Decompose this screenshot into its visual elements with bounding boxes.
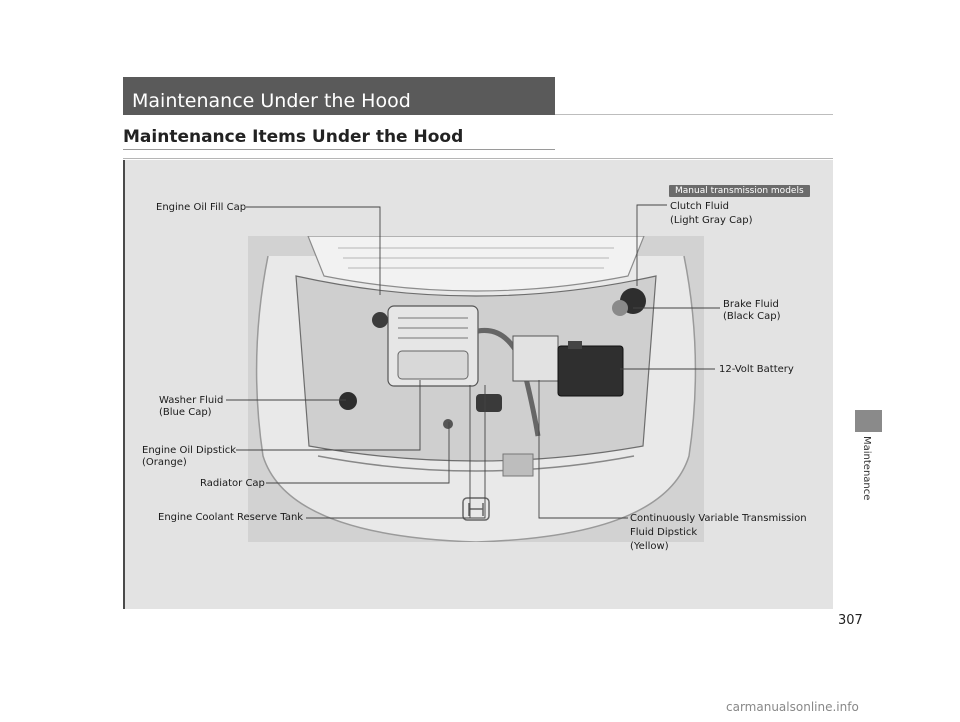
page-number: 307 xyxy=(838,613,863,628)
section-title-bar: Maintenance Under the Hood xyxy=(123,77,555,115)
label-clutch-fluid: Clutch Fluid xyxy=(670,201,730,212)
label-washer-fluid-cap: (Blue Cap) xyxy=(159,407,212,418)
section-tab-label: Maintenance xyxy=(861,436,872,501)
panel-top-rule xyxy=(123,158,833,159)
label-engine-coolant-reserve-tank: Engine Coolant Reserve Tank xyxy=(158,512,304,523)
subtitle-rule xyxy=(123,149,555,150)
label-washer-fluid: Washer Fluid xyxy=(159,395,224,406)
label-cvt-fluid-dipstick-2: Fluid Dipstick xyxy=(630,527,698,538)
title-rule xyxy=(555,114,833,115)
manual-transmission-badge: Manual transmission models xyxy=(669,185,810,197)
page-subtitle: Maintenance Items Under the Hood xyxy=(123,127,464,147)
label-clutch-fluid-cap: (Light Gray Cap) xyxy=(670,215,753,226)
callout-lines xyxy=(226,204,720,519)
label-engine-oil-fill-cap: Engine Oil Fill Cap xyxy=(156,202,247,213)
engine-bay-drawing xyxy=(255,235,697,543)
label-cvt-fluid-dipstick-color: (Yellow) xyxy=(630,541,669,552)
engine-bay-illustration xyxy=(248,235,704,543)
page-title: Maintenance Under the Hood xyxy=(132,90,411,112)
label-engine-oil-dipstick: Engine Oil Dipstick xyxy=(142,445,237,456)
label-12-volt-battery: 12-Volt Battery xyxy=(719,364,794,375)
section-tab xyxy=(855,410,882,432)
watermark: carmanualsonline.info xyxy=(726,700,859,714)
label-brake-fluid: Brake Fluid xyxy=(723,299,779,310)
label-radiator-cap: Radiator Cap xyxy=(200,478,265,489)
label-brake-fluid-cap: (Black Cap) xyxy=(723,311,781,322)
label-engine-oil-dipstick-color: (Orange) xyxy=(142,457,187,468)
label-cvt-fluid-dipstick: Continuously Variable Transmission xyxy=(630,513,807,524)
